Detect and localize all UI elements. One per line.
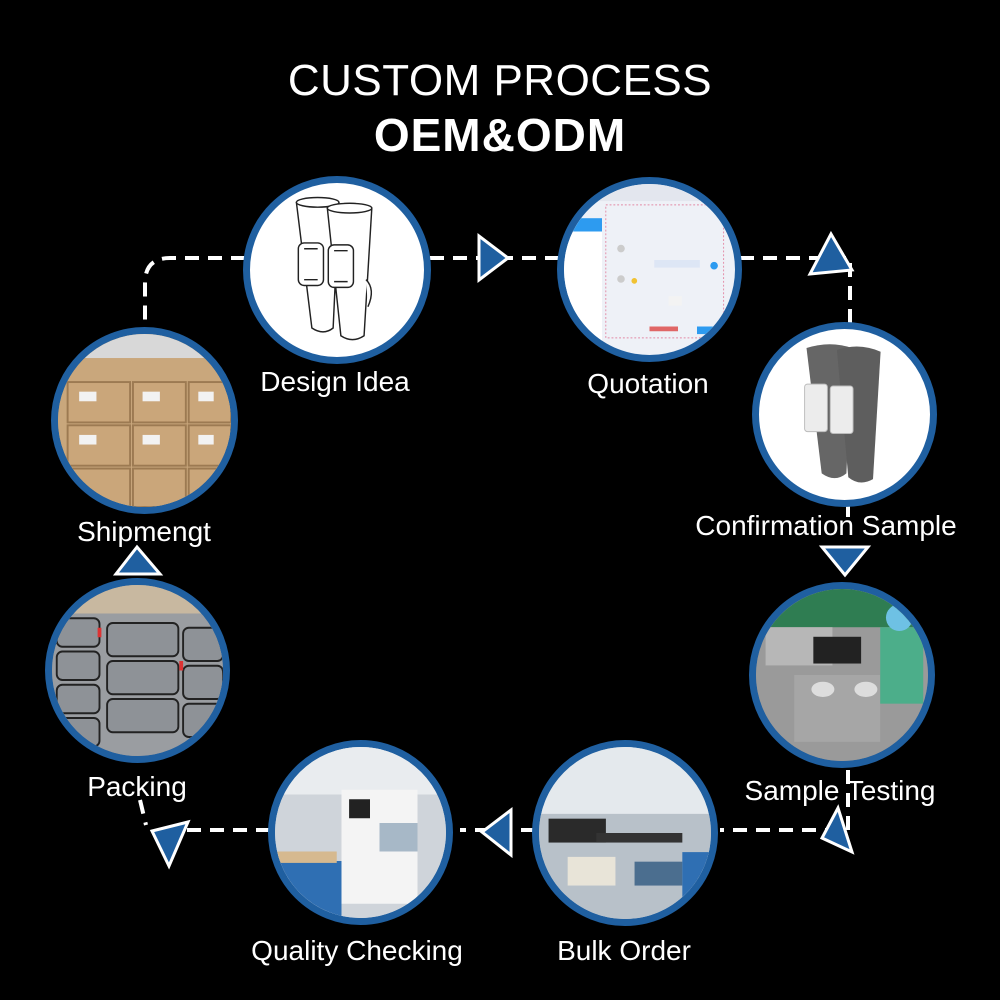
- step-label: Shipmengt: [77, 516, 211, 547]
- chat-screenshot-icon: [564, 184, 735, 355]
- path-top-right: [740, 256, 852, 330]
- step-label: Quality Checking: [251, 935, 463, 966]
- step-image: [752, 322, 937, 507]
- step-label: Quotation: [587, 368, 709, 399]
- leg-sleeve-sketch-icon: [295, 196, 373, 341]
- path-top-left: [143, 256, 245, 330]
- step-label: Packing: [87, 771, 187, 802]
- arrow-down-icon: [818, 545, 872, 578]
- shipping-boxes-photo-icon: [58, 334, 231, 507]
- page-subtitle: OEM&ODM: [373, 109, 627, 161]
- pressing-machine-photo-icon: [275, 747, 446, 918]
- arrow-left-icon: [479, 806, 513, 859]
- step-image: [532, 740, 718, 926]
- grey-sleeves-photo-icon: [804, 344, 881, 483]
- workbench-photo-icon: [756, 589, 928, 761]
- arrow-down-left-icon: [819, 804, 855, 855]
- path-right-bottom: [720, 770, 850, 832]
- step-label: Confirmation Sample: [695, 510, 957, 541]
- step-image: [45, 578, 230, 763]
- path-left: [138, 799, 148, 826]
- stacked-cases-photo-icon: [52, 585, 223, 756]
- step-label: Sample Testing: [744, 775, 936, 806]
- step-image: [557, 177, 742, 362]
- step-label: Bulk Order: [557, 935, 691, 966]
- arrow-right-icon: [477, 232, 511, 284]
- page-title: CUSTOM PROCESS: [287, 56, 713, 105]
- step-label: Design Idea: [260, 366, 410, 397]
- arrow-up-icon: [807, 230, 855, 276]
- step-image: [243, 176, 431, 364]
- arrow-up-icon-2: [112, 544, 164, 576]
- step-image: [268, 740, 453, 925]
- step-image: [51, 327, 238, 514]
- sewing-factory-photo-icon: [539, 747, 711, 919]
- arrow-down-left-icon-2: [149, 819, 191, 870]
- step-image: [749, 582, 935, 768]
